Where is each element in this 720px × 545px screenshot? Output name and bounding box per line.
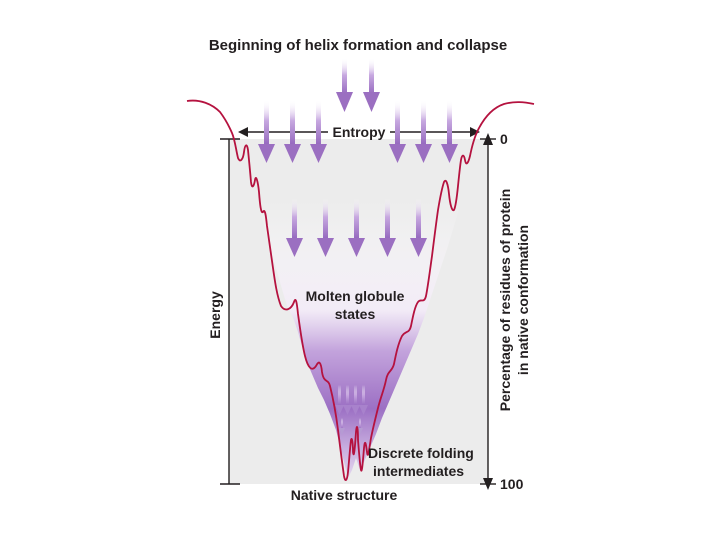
arrow-tiny-1: [339, 418, 345, 435]
percentage-axis-bottom-arrowhead: [483, 478, 493, 490]
arrow-row2-6: [441, 100, 458, 163]
arrow-row3-1: [286, 198, 303, 257]
arrow-small-2: [343, 385, 352, 415]
percentage-axis-top-arrowhead: [483, 133, 493, 145]
native-structure-label: Native structure: [291, 487, 398, 503]
energy-landscape-curve: [186, 99, 535, 481]
arrow-top-1: [336, 58, 353, 112]
percentage-tick-100: 100: [500, 476, 524, 492]
percentage-label-line2: in native conformation: [515, 225, 531, 375]
arrow-row2-3: [310, 100, 327, 163]
intermediates-label-line1: Discrete folding: [368, 445, 474, 461]
arrow-small-1: [335, 385, 344, 415]
arrow-top-2: [363, 58, 380, 112]
molten-globule-label-line2: states: [335, 306, 376, 322]
arrow-row2-1: [258, 100, 275, 163]
percentage-tick-0: 0: [500, 131, 508, 147]
entropy-arrow-left-head: [238, 127, 248, 137]
arrow-row3-5: [410, 198, 427, 257]
collapse-arrows: [258, 58, 458, 435]
diagram-title: Beginning of helix formation and collaps…: [209, 37, 507, 54]
intermediates-label-line2: intermediates: [373, 463, 464, 479]
arrow-small-4: [359, 385, 368, 415]
percentage-label-line1: Percentage of residues of protein: [497, 189, 513, 412]
arrow-row3-3: [348, 198, 365, 257]
arrow-row2-2: [284, 100, 301, 163]
energy-label: Energy: [207, 291, 223, 339]
arrow-row3-4: [379, 198, 396, 257]
entropy-label: Entropy: [333, 124, 386, 140]
arrow-small-3: [351, 385, 360, 415]
arrow-row2-5: [415, 100, 432, 163]
molten-globule-label-line1: Molten globule: [306, 288, 405, 304]
arrow-row3-2: [317, 198, 334, 257]
entropy-arrow-right-head: [470, 127, 480, 137]
arrow-row2-4: [389, 100, 406, 163]
